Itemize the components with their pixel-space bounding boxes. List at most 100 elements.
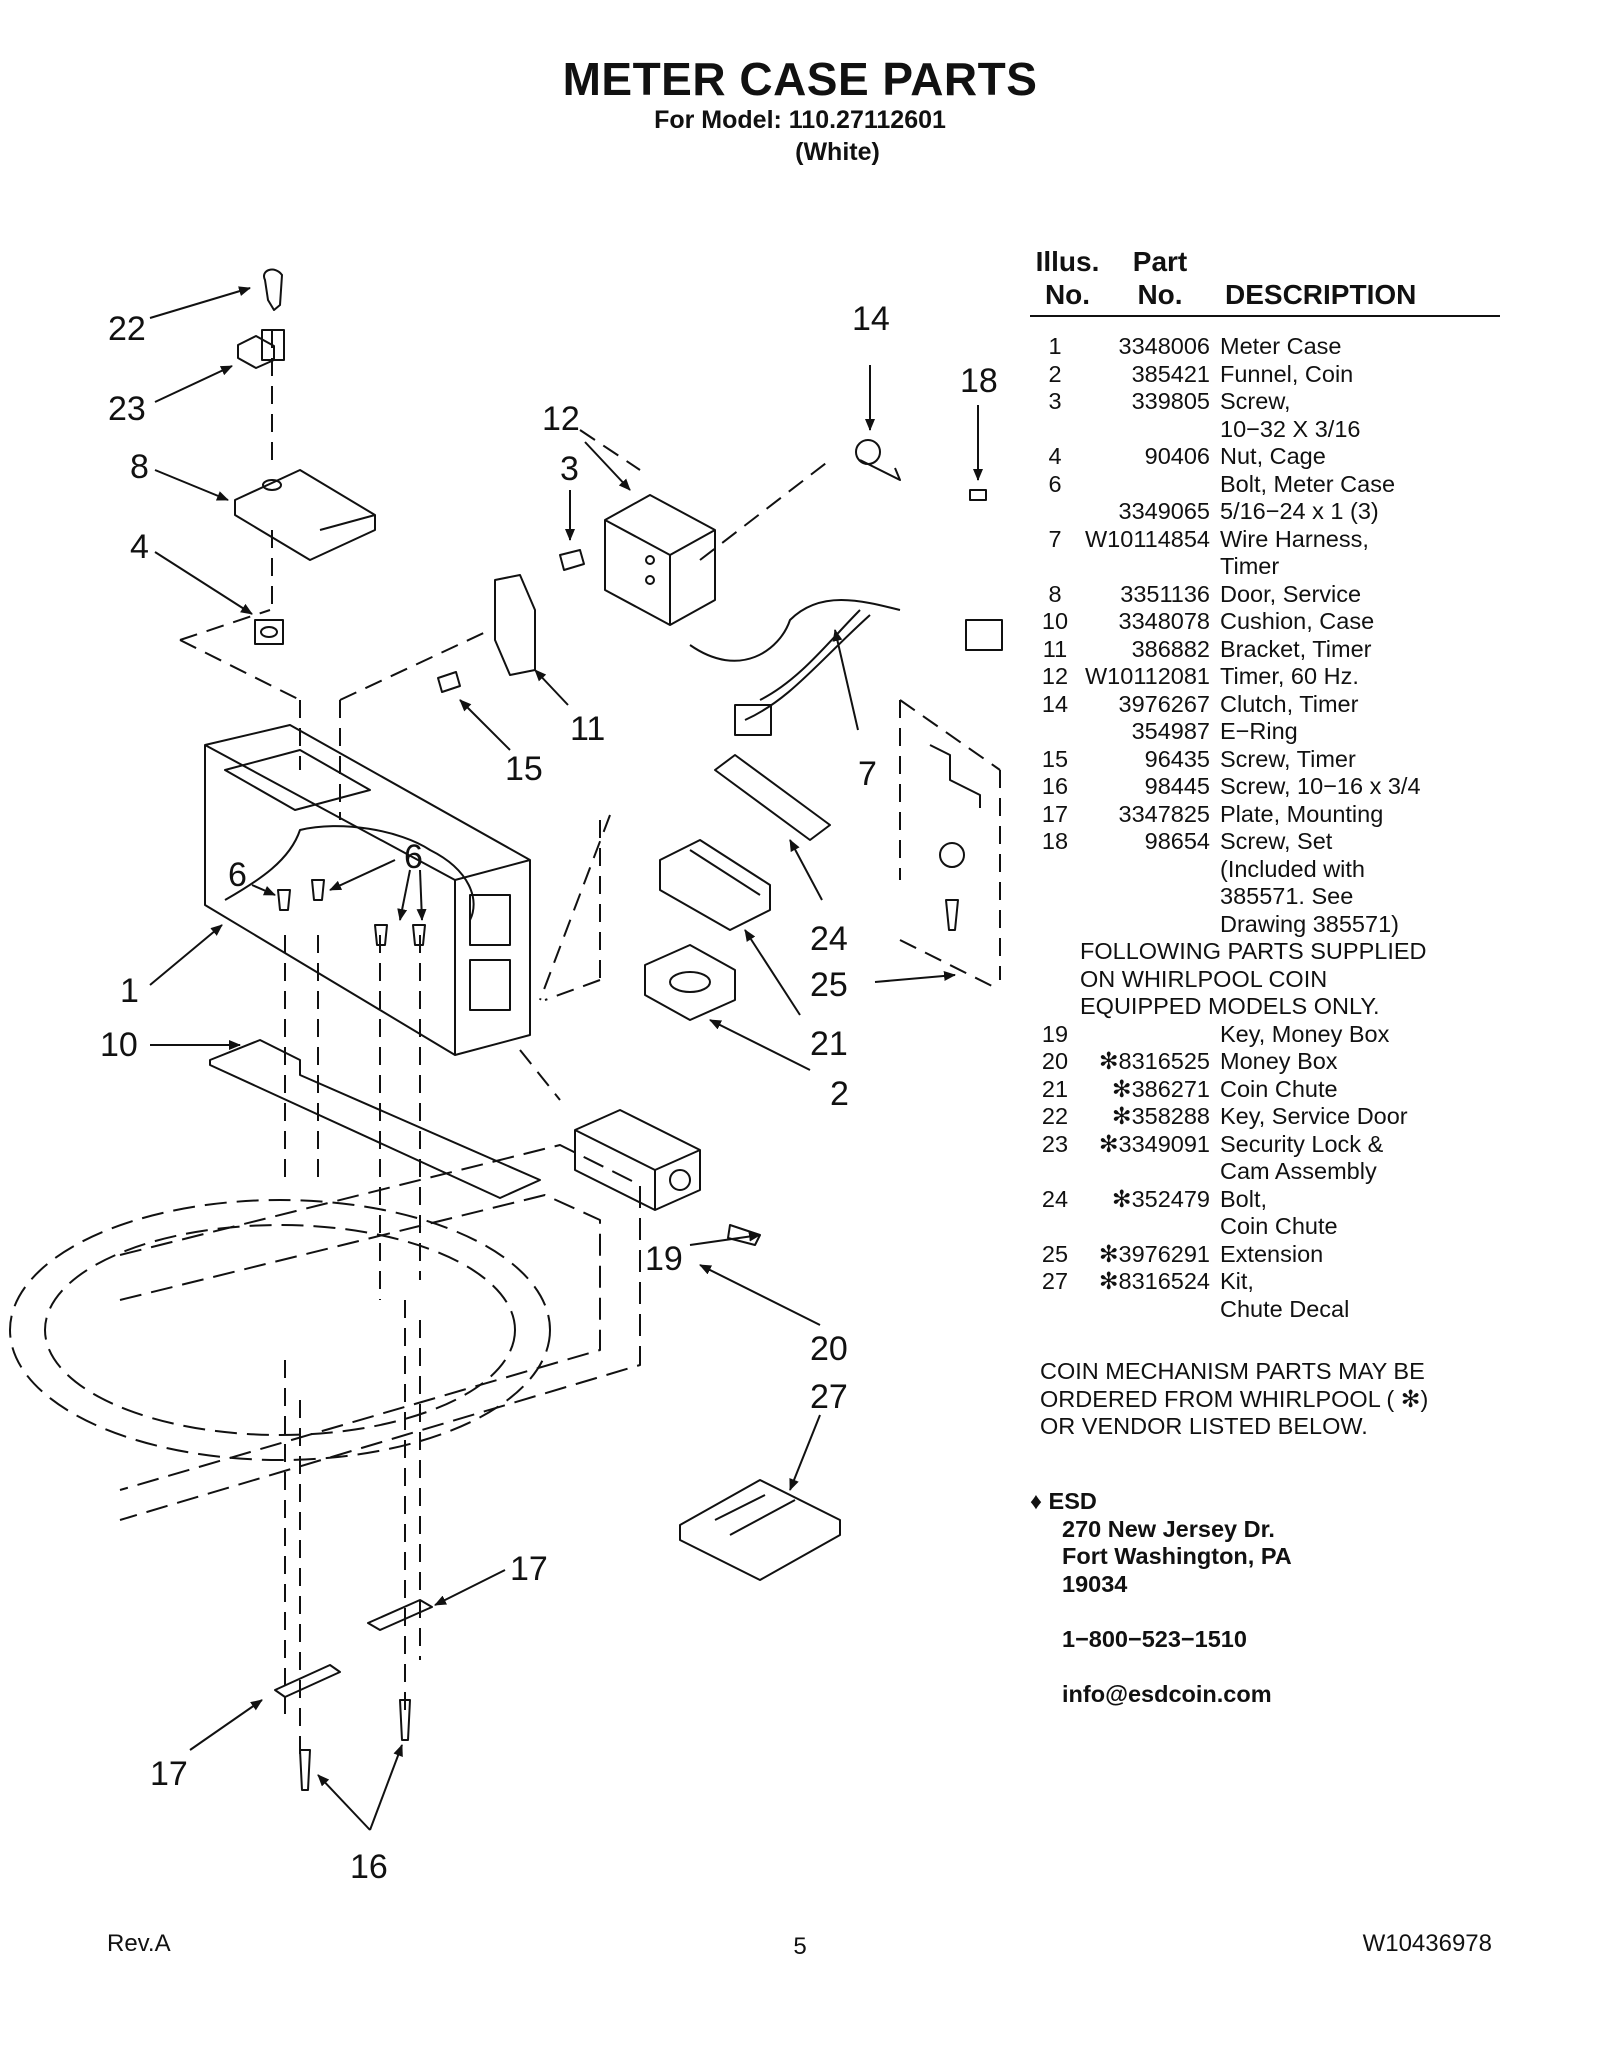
mounting-plate-left — [274, 1664, 341, 1698]
coin-chute — [659, 839, 771, 931]
washer-top-outline — [9, 1144, 641, 1521]
chute-decal-kit — [679, 1479, 841, 1581]
callout-17-right: 17 — [510, 1550, 548, 1588]
callout-1: 1 — [120, 972, 139, 1010]
mounting-plate-right — [367, 1599, 433, 1631]
callout-27: 27 — [810, 1378, 848, 1416]
coin-mechanism-note: COIN MECHANISM PARTS MAY BE ORDERED FROM… — [1040, 1358, 1429, 1439]
meter-case-bolts — [277, 879, 426, 946]
callout-6-right: 6 — [404, 838, 423, 876]
timer-screw — [559, 549, 585, 571]
callout-22: 22 — [108, 310, 146, 348]
vendor-address2: Fort Washington, PA — [1062, 1543, 1292, 1569]
header-illus-no: No. — [1044, 279, 1091, 310]
callout-10: 10 — [100, 1026, 138, 1064]
model-subtitle: For Model: 110.27112601 (White) — [0, 104, 1600, 168]
header-part: Part — [1132, 246, 1188, 277]
callout-7: 7 — [858, 755, 877, 793]
set-screw — [969, 489, 987, 501]
header-description: DESCRIPTION — [1225, 279, 1417, 310]
vendor-address1: 270 New Jersey Dr. — [1062, 1515, 1275, 1542]
extension-plate — [929, 744, 981, 931]
page-number: 5 — [793, 1933, 807, 1960]
document-number: W10436978 — [1362, 1930, 1492, 1957]
callout-16: 16 — [350, 1848, 388, 1886]
vendor-phone: 1−800−523−1510 — [1062, 1625, 1247, 1652]
timer-bracket — [494, 574, 536, 676]
callout-2: 2 — [830, 1075, 849, 1113]
callout-19: 19 — [645, 1240, 683, 1278]
service-door — [234, 469, 376, 561]
cushion-case — [209, 1039, 541, 1199]
mounting-screw-left — [299, 1749, 311, 1791]
callout-arrows — [149, 286, 983, 1831]
chute-bolt — [714, 754, 831, 841]
color-line: (White) — [795, 138, 880, 166]
header-part-no: No. — [1137, 279, 1183, 310]
security-lock — [237, 329, 285, 369]
callout-23: 23 — [108, 390, 146, 428]
coin-funnel — [644, 944, 736, 1021]
timer — [604, 494, 716, 626]
timer-mount-screw — [437, 671, 461, 693]
cage-nut — [254, 619, 284, 645]
callout-6-left: 6 — [228, 856, 247, 894]
vendor-email: info@esdcoin.com — [1062, 1680, 1272, 1707]
callout-4: 4 — [130, 528, 149, 566]
callout-25: 25 — [810, 966, 848, 1004]
whirlpool-coin-note: FOLLOWING PARTS SUPPLIED ON WHIRLPOOL CO… — [1080, 938, 1427, 1019]
callout-15: 15 — [505, 750, 543, 788]
callout-3: 3 — [560, 450, 579, 488]
vendor-zip: 19034 — [1062, 1570, 1128, 1597]
callout-11: 11 — [570, 710, 605, 748]
meter-case — [204, 724, 531, 1056]
header-illus: Illus. — [1035, 246, 1100, 277]
vendor-name-line: ♦ ESD — [1030, 1488, 1292, 1516]
mounting-screw-right — [399, 1699, 411, 1741]
vendor-block: ♦ ESD 270 New Jersey Dr. Fort Washington… — [1030, 1488, 1292, 1708]
revision-label: Rev.A — [107, 1930, 171, 1957]
callout-14: 14 — [852, 300, 890, 338]
callout-8: 8 — [130, 448, 149, 486]
page-title: METER CASE PARTS — [562, 53, 1038, 105]
money-box — [574, 1109, 701, 1211]
callout-21: 21 — [810, 1025, 848, 1063]
vendor-name: ESD — [1048, 1488, 1097, 1514]
callout-12: 12 — [542, 400, 580, 438]
timer-clutch — [855, 439, 901, 481]
callout-20: 20 — [810, 1330, 848, 1368]
callout-24: 24 — [810, 920, 848, 958]
assembly-guide-lines — [179, 330, 1001, 1760]
callout-17-left: 17 — [150, 1755, 188, 1793]
callout-18: 18 — [960, 362, 998, 400]
wire-harness — [689, 599, 1003, 736]
diamond-bullet-icon: ♦ — [1030, 1488, 1042, 1514]
model-line: For Model: 110.27112601 — [654, 106, 946, 134]
